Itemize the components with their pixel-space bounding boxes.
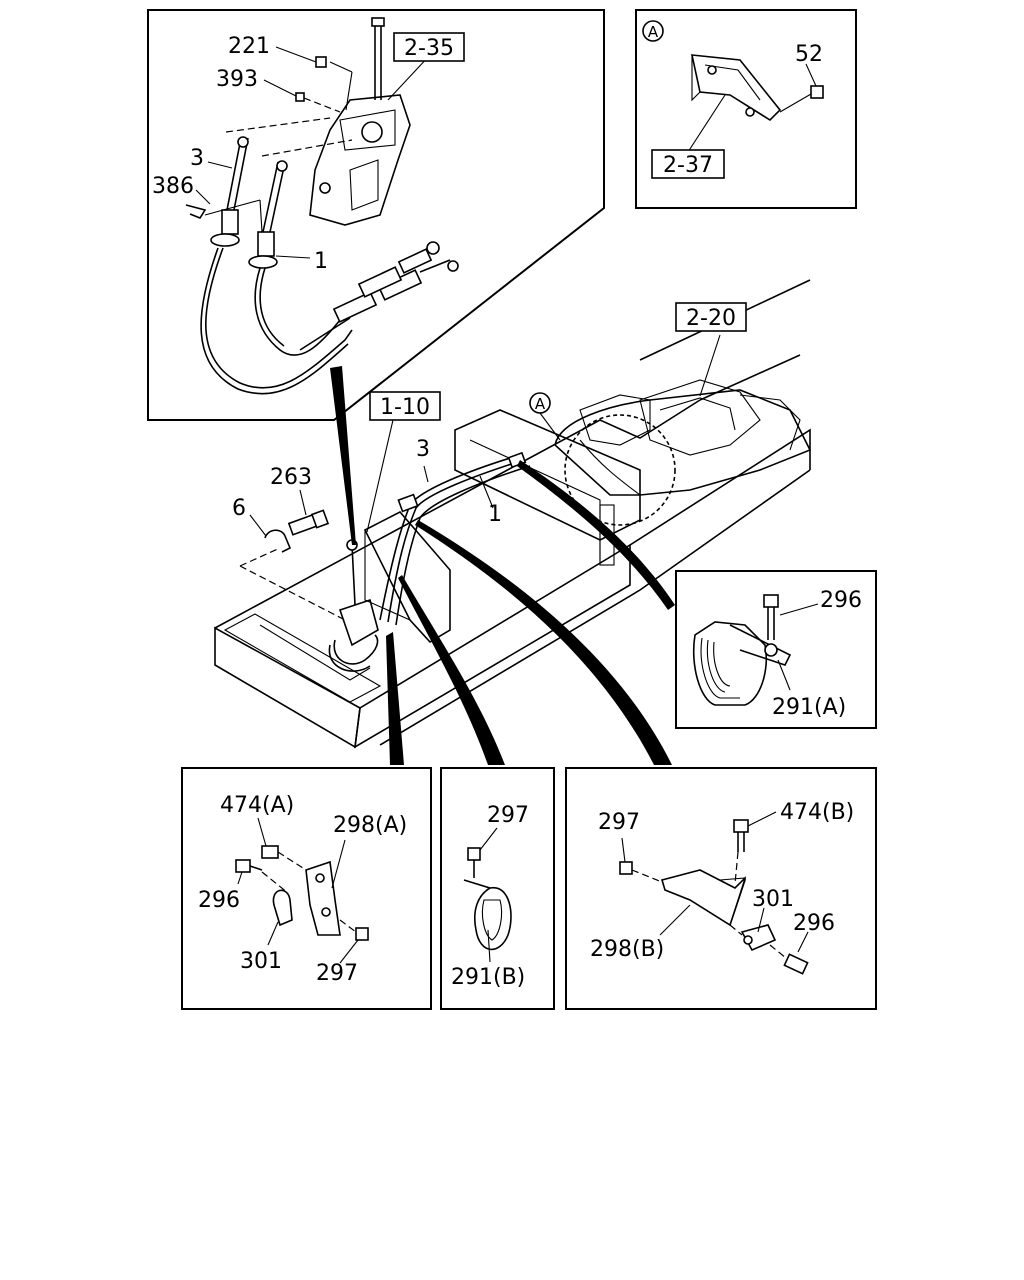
label-296-right: 296 [820, 588, 862, 613]
label-297-mid: 297 [487, 803, 529, 828]
label-1-mid: 1 [488, 502, 502, 527]
clamp-291a-panel [675, 570, 877, 729]
label-297-right: 297 [598, 810, 640, 835]
svg-text:1-10: 1-10 [380, 395, 430, 420]
label-263: 263 [270, 465, 312, 490]
label-298b: 298(B) [590, 937, 664, 962]
svg-text:2-20: 2-20 [686, 306, 736, 331]
detail-a-marker: A [648, 23, 659, 41]
label-386: 386 [152, 174, 194, 199]
label-297-left: 297 [316, 961, 358, 986]
shift-lever-detail-panel [147, 9, 605, 421]
bracket-298b-panel [565, 767, 877, 1010]
label-291b: 291(B) [451, 965, 525, 990]
ref-box-2-20: 2-20 [675, 302, 747, 332]
svg-text:2-35: 2-35 [404, 36, 454, 61]
label-296-right2: 296 [793, 911, 835, 936]
label-221: 221 [228, 34, 270, 59]
label-296-left: 296 [198, 888, 240, 913]
label-301-right: 301 [752, 887, 794, 912]
label-298a: 298(A) [333, 813, 407, 838]
svg-text:2-37: 2-37 [663, 153, 713, 178]
label-474b: 474(B) [780, 800, 854, 825]
chassis-main-view: A [214, 279, 812, 749]
label-474a: 474(A) [220, 793, 294, 818]
bracket-298a-panel [181, 767, 432, 1010]
label-3-top: 3 [190, 146, 204, 171]
label-1-top: 1 [314, 249, 328, 274]
label-6: 6 [232, 496, 246, 521]
detail-a-panel: A [635, 9, 857, 209]
scene-a-marker: A [535, 395, 546, 413]
label-393: 393 [216, 67, 258, 92]
label-52: 52 [795, 42, 823, 67]
ref-box-2-37: 2-37 [651, 149, 725, 179]
ref-box-2-35: 2-35 [393, 32, 465, 62]
label-291a: 291(A) [772, 695, 846, 720]
label-3-mid: 3 [416, 437, 430, 462]
callout-sweeps [330, 366, 675, 765]
label-301-left: 301 [240, 949, 282, 974]
clamp-291b-panel [440, 767, 555, 1010]
ref-box-1-10: 1-10 [369, 391, 441, 421]
